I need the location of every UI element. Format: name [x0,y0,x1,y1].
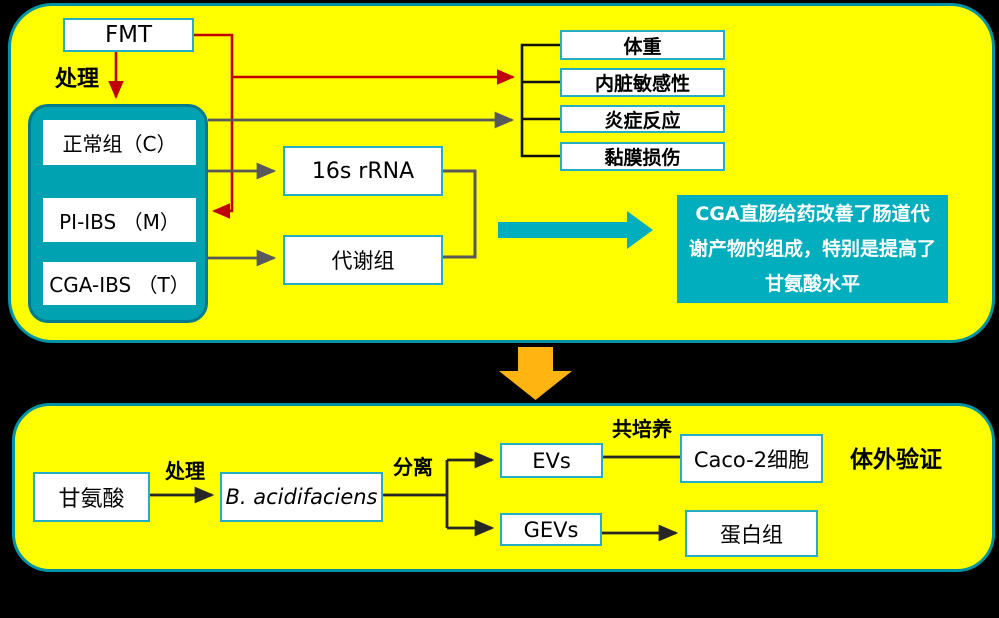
bacterium-box: B. acidifaciens [220,472,383,522]
caco2-cells-box: Caco-2细胞 [680,434,823,483]
outcome-visceral-sensitivity-box: 内脏敏感性 [560,68,725,97]
separation-label: 分离 [393,455,433,479]
16srrna-box: 16s rRNA [283,146,443,196]
group-piibs-box: PI-IBS （M） [43,198,196,242]
in-vitro-validation-title: 体外验证 [850,447,942,473]
outcome-mucosal-damage-box: 黏膜损伤 [560,142,725,171]
group-normal-box: 正常组（C） [43,120,196,165]
conclusion-text-box: CGA直肠给药改善了肠道代谢产物的组成，特别是提高了甘氨酸水平 [677,195,948,303]
fmt-box: FMT [63,18,194,52]
panel-down-arrow [499,347,572,400]
outcome-inflammation-box: 炎症反应 [560,105,725,133]
coculture-label: 共培养 [612,417,672,441]
evs-box: EVs [500,443,603,478]
gevs-box: GEVs [500,513,602,546]
glycine-box: 甘氨酸 [33,472,150,522]
group-cgaibs-box: CGA-IBS （T） [43,262,196,305]
treatment-label-top: 处理 [55,67,100,92]
in-vitro-panel [12,403,995,572]
outcome-weight-box: 体重 [560,30,725,60]
proteome-box: 蛋白组 [685,510,818,557]
treatment-label-bottom: 处理 [165,459,205,483]
metabolome-box: 代谢组 [283,235,443,285]
